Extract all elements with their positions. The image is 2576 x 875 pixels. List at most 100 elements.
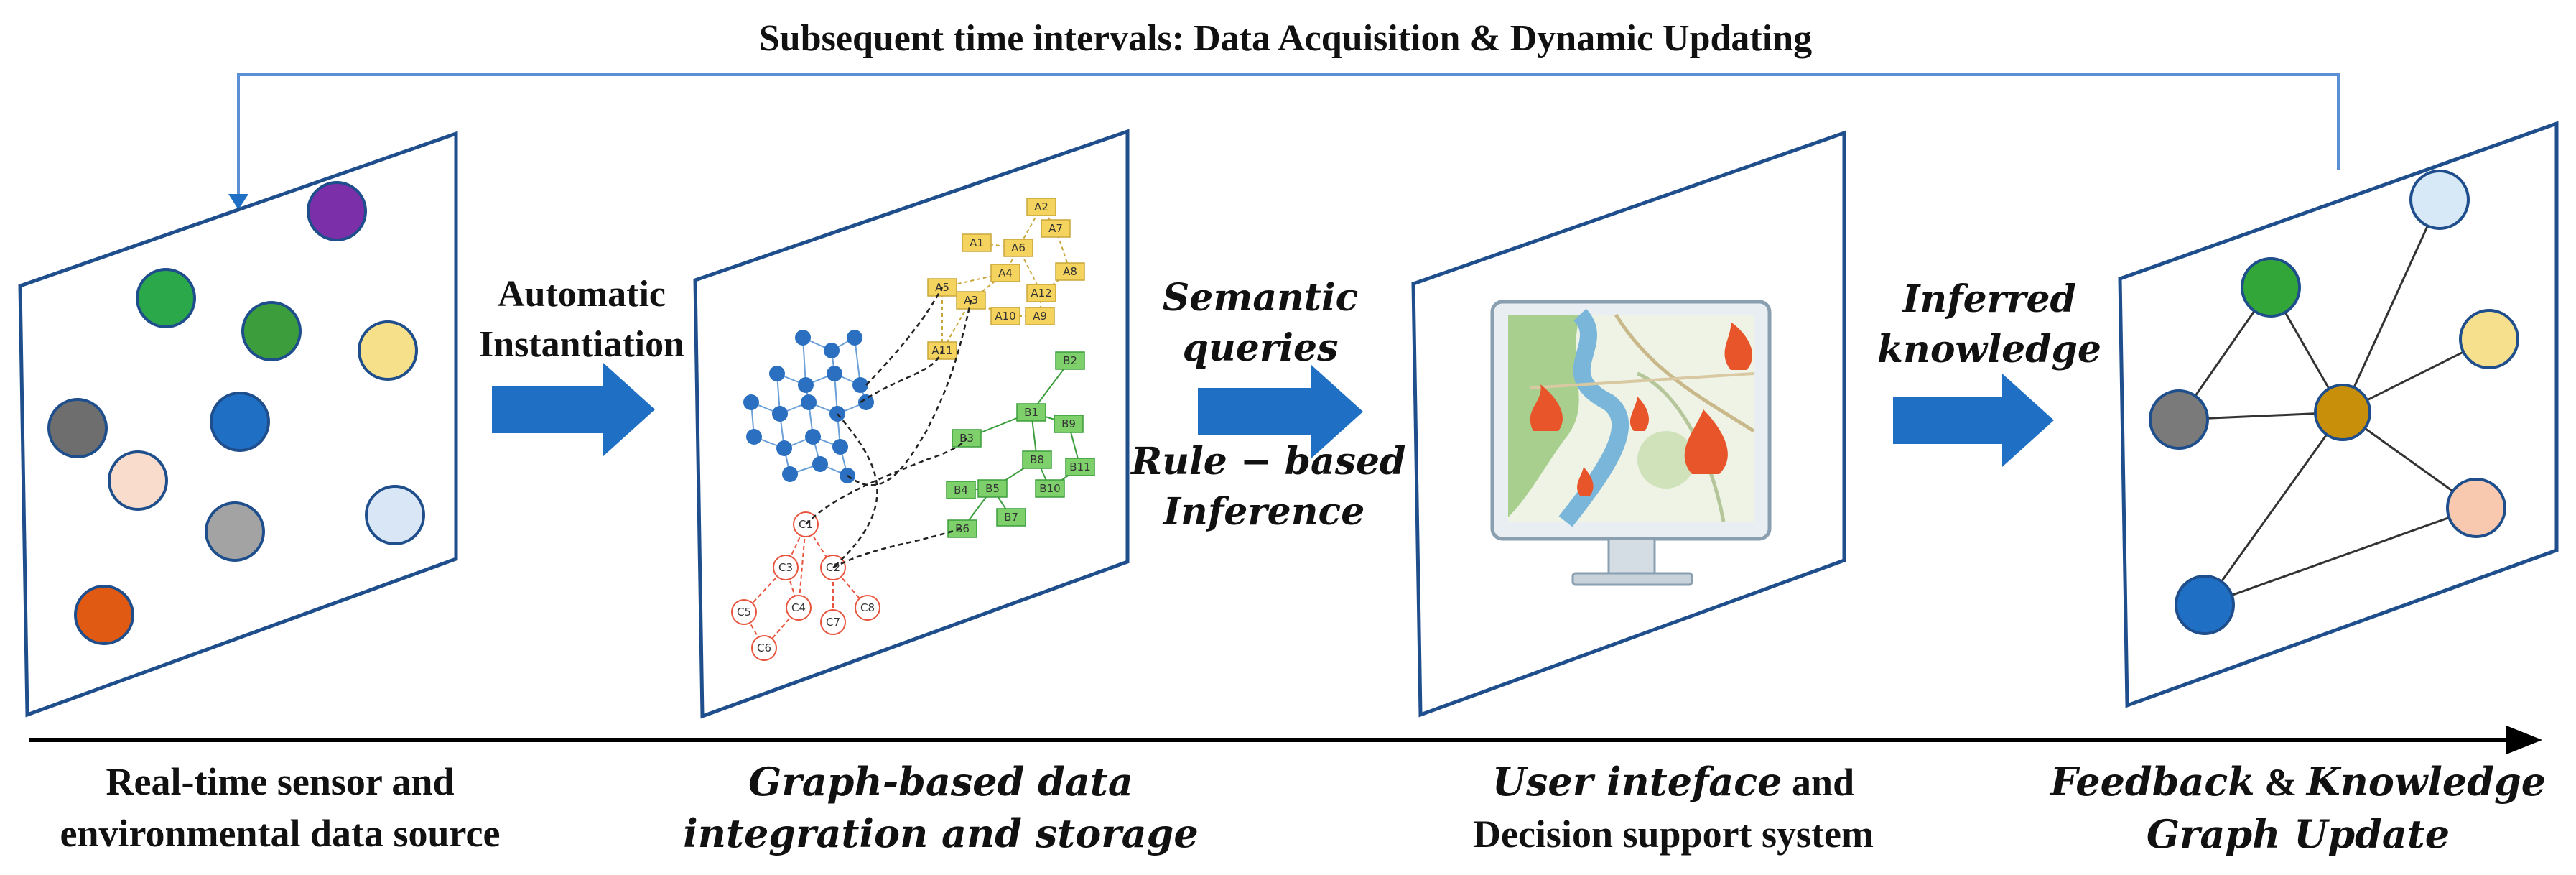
arrow-inferred	[1893, 374, 2054, 467]
graph-node-label: C7	[826, 616, 840, 629]
label-semantic-queries: Semantic queries	[1142, 273, 1379, 374]
graph-node	[990, 264, 1020, 282]
label-line: queries	[1182, 326, 1339, 370]
kg-node	[2459, 309, 2519, 369]
graph-node	[782, 466, 798, 482]
kg-node	[2241, 257, 2301, 318]
caption-ui-italic: User inteface	[1492, 759, 1782, 805]
graph-node-label: A10	[995, 310, 1015, 323]
graph-node	[827, 366, 842, 381]
sensor-dot	[241, 301, 302, 361]
caption-line: Real-time sensor and	[106, 760, 455, 803]
fire-icon	[1629, 397, 1649, 431]
graph-node	[1055, 262, 1085, 281]
graph-node-label: A9	[1033, 310, 1047, 323]
graph-node	[855, 595, 880, 621]
graph-node	[1025, 307, 1055, 325]
graph-node	[746, 429, 762, 445]
graph-node	[786, 595, 812, 621]
graph-node-label: B1	[1024, 406, 1038, 419]
graph-node-label: C8	[860, 601, 875, 614]
graph-node-label: B7	[1004, 511, 1018, 524]
kg-node	[2314, 384, 2371, 441]
graph-node	[947, 519, 977, 538]
caption-line: integration and storage	[683, 810, 1199, 856]
dashed-links	[805, 287, 972, 569]
graph-node	[773, 555, 799, 580]
graph-node-label: A1	[970, 236, 984, 249]
graph-node	[772, 406, 788, 422]
graph-node	[852, 377, 868, 393]
graph-node	[1026, 198, 1056, 216]
graph-node	[1065, 458, 1095, 476]
graph-node	[1055, 351, 1085, 370]
graph-node	[1035, 479, 1065, 498]
graph-node-label: C5	[737, 606, 751, 619]
label-automatic-instantiation: Automatic Instantiation	[470, 269, 693, 370]
sensor-dot	[205, 501, 265, 562]
graph-node	[1016, 403, 1046, 422]
graph-node-label: A2	[1034, 200, 1048, 213]
panel-user-interface	[1411, 130, 1846, 718]
caption-line: Decision support system	[1472, 812, 1874, 856]
label-line: Inference	[1163, 490, 1365, 534]
caption-line: User inteface and	[1408, 756, 1939, 808]
graph-node	[798, 377, 814, 393]
graph-node-label: B9	[1061, 417, 1076, 430]
graph-node	[743, 394, 759, 410]
graph-node	[946, 481, 976, 499]
graph-node	[769, 366, 785, 381]
panel-sensor-data	[18, 131, 458, 718]
caption-sensor-data: Real-time sensor and environmental data …	[22, 756, 539, 859]
graph-node	[1041, 219, 1071, 238]
sensor-dot	[108, 450, 168, 511]
graph-node	[832, 439, 848, 455]
graph-node	[1022, 450, 1052, 469]
graph-node-label: B2	[1063, 354, 1077, 367]
kg-node	[2149, 389, 2209, 450]
graph-node	[795, 330, 811, 346]
sensor-dot	[365, 485, 425, 545]
graph-node	[820, 609, 846, 635]
monitor-icon	[1490, 300, 1772, 586]
graph-node	[977, 479, 1008, 498]
caption-feedback-update: Feedback & Knowledge Graph Update	[2025, 756, 2571, 860]
graph-node	[805, 429, 821, 445]
label-line: Automatic	[498, 274, 666, 315]
graph-node	[996, 508, 1026, 527]
graph-node	[1026, 284, 1056, 302]
fire-icon	[1530, 384, 1563, 431]
sensor-dot	[358, 320, 418, 381]
caption-line: Graph-based data	[748, 759, 1133, 805]
graph-node	[990, 307, 1020, 325]
kg-node	[2175, 575, 2235, 635]
graph-node	[801, 394, 817, 410]
sensor-dot	[307, 181, 367, 241]
graph-node-label: B4	[954, 483, 968, 496]
graph-node	[824, 343, 840, 358]
feedback-loop-line	[228, 73, 2340, 210]
caption-line: Graph Update	[2146, 811, 2450, 857]
label-rule-based-inference: Rule − based Inference	[1131, 437, 1405, 537]
graph-node	[1054, 415, 1084, 433]
graph-node-label: B5	[985, 482, 1000, 495]
graph-node-label: A7	[1048, 222, 1063, 235]
caption-feedback-b: Knowledge	[2306, 759, 2547, 805]
label-line: knowledge	[1877, 328, 2101, 371]
graph-node-label: C6	[757, 642, 771, 654]
timeline-arrow	[29, 726, 2542, 754]
label-line: Inferred	[1902, 277, 2076, 321]
graph-node	[731, 599, 757, 625]
graph-node-label: A4	[998, 267, 1013, 279]
fire-icon	[1724, 322, 1753, 370]
caption-line: Feedback & Knowledge	[2025, 756, 2571, 808]
caption-ui-rest: and	[1782, 761, 1855, 804]
graph-node	[847, 330, 862, 346]
caption-line: environmental data source	[60, 812, 501, 855]
graph-node-label: B11	[1069, 460, 1090, 473]
graph-node	[858, 394, 874, 410]
graph-node-label: C4	[791, 601, 806, 614]
